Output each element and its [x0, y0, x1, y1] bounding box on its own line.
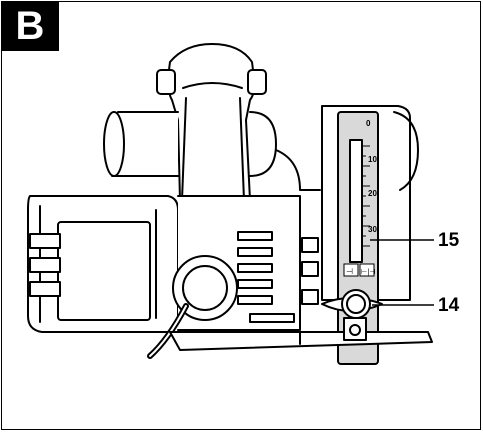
scale-mark-10: 10	[368, 155, 377, 164]
base-plate	[169, 331, 433, 351]
scale-mark-0: 0	[366, 119, 371, 128]
scale-icon-left: ⊣	[346, 267, 353, 276]
callout-14: 14	[438, 295, 460, 316]
scale-mark-30: 30	[368, 225, 377, 234]
top-handle	[156, 43, 267, 229]
depth-scale-ticks	[362, 145, 370, 247]
motor-housing	[103, 111, 321, 191]
depth-lever	[321, 289, 383, 341]
callout-15: 15	[438, 230, 460, 251]
battery-pack	[27, 195, 179, 333]
scale-icons: ⊣ ⊢|⊣	[343, 263, 376, 277]
callout-leaders	[370, 239, 434, 306]
figure-badge: B	[1, 1, 59, 51]
power-cord	[147, 255, 238, 359]
scale-icon-right: ⊢|⊣	[361, 268, 376, 276]
depth-scale-plate	[321, 105, 419, 365]
scale-mark-20: 20	[368, 189, 377, 198]
